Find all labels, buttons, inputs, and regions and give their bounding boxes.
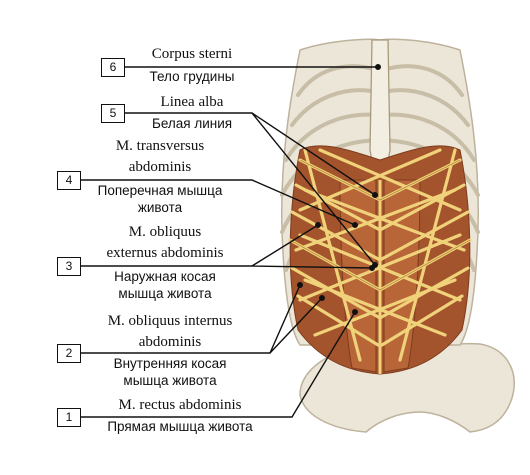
fiber — [303, 148, 362, 362]
leader-lines — [80, 63, 382, 418]
leader-dot-2 — [297, 282, 304, 289]
fiber-edge — [379, 239, 471, 291]
label-number-4: 4 — [57, 171, 81, 190]
label-5-russian: Белая линия — [151, 116, 233, 131]
label-4-russian-1: Поперечная мышца — [97, 183, 223, 198]
leader-line-3 — [80, 224, 373, 269]
label-6-latin: Corpus sterni — [151, 46, 233, 62]
label-number-2: 2 — [57, 344, 81, 363]
leader-line-2 — [80, 284, 323, 354]
fiber — [380, 294, 464, 347]
label-4-russian-2: живота — [137, 200, 183, 215]
fiber — [303, 188, 466, 252]
leader-dot-6 — [375, 63, 382, 70]
label-6-russian: Тело грудины — [149, 69, 235, 84]
rib-right — [381, 112, 476, 162]
label-number-6: 6 — [101, 58, 125, 77]
label-1-latin: M. rectus abdominis — [118, 397, 242, 413]
fiber — [294, 188, 457, 252]
rib-left — [284, 112, 379, 162]
fiber — [313, 278, 457, 337]
leader-dot-4 — [352, 221, 359, 228]
label-5-latin: Linea alba — [160, 94, 224, 110]
label-3-russian-1: Наружная косая — [114, 269, 216, 284]
leader-line-1 — [80, 311, 356, 418]
label-4-latin-1: M. transversus — [115, 138, 205, 154]
leader-line-5 — [123, 112, 376, 266]
label-3-latin-1: M. obliquus — [128, 224, 202, 240]
label-2-latin-1: M. obliquus internus — [107, 313, 233, 329]
fiber — [298, 148, 442, 212]
abdominal-muscles — [288, 145, 472, 375]
label-3-russian-2: мышца живота — [118, 286, 212, 301]
fiber-edge — [379, 159, 461, 201]
rib-right — [381, 88, 470, 127]
leader-dot-2b — [319, 295, 326, 302]
fiber-edge — [289, 239, 381, 291]
leader-line-4 — [80, 179, 356, 226]
fiber-edge — [299, 159, 381, 201]
label-number-5: 5 — [101, 104, 125, 123]
label-number-1: 1 — [57, 408, 81, 427]
label-1-russian: Прямая мышца живота — [107, 419, 253, 434]
leader-dot-5 — [372, 191, 379, 198]
rib-left — [290, 88, 379, 127]
leader-dot-3 — [315, 221, 322, 228]
label-2-latin-2: abdominis — [138, 334, 202, 350]
leader-dot-1 — [352, 309, 359, 316]
leader-dot-3b — [369, 265, 376, 272]
label-4-latin-2: abdominis — [128, 159, 192, 175]
fiber — [398, 148, 457, 362]
rib-right — [381, 64, 464, 97]
label-2-russian-1: Внутренняя косая — [113, 356, 227, 371]
fiber — [303, 278, 447, 337]
label-3-latin-2: externus abdominis — [106, 245, 224, 261]
label-2-russian-2: мышца живота — [123, 373, 217, 388]
fiber — [296, 294, 380, 347]
fiber — [318, 148, 462, 212]
label-number-3: 3 — [57, 257, 81, 276]
